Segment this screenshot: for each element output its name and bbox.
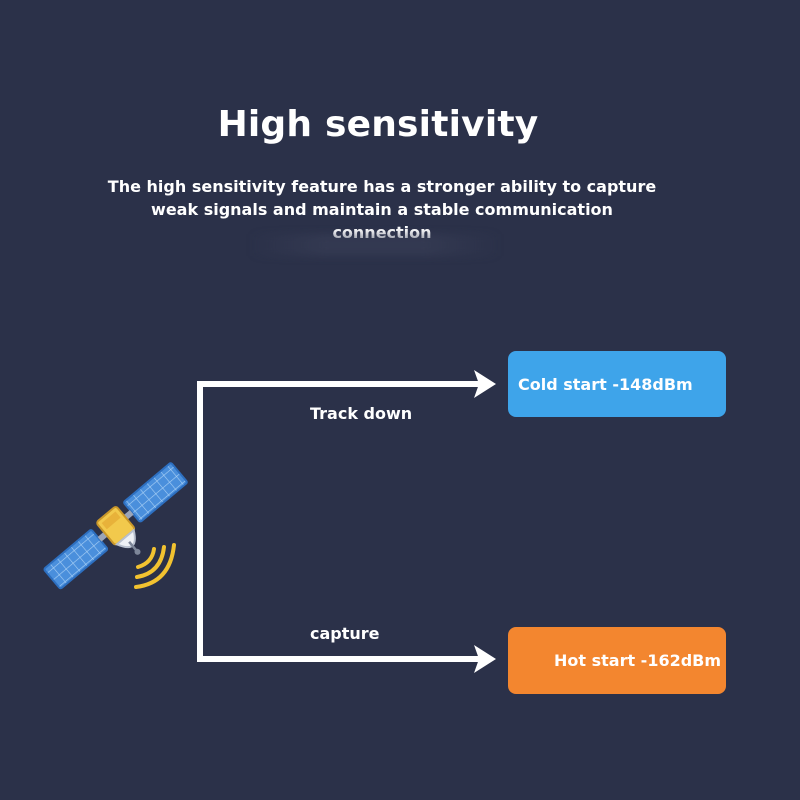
arrowhead-top-icon [474, 370, 496, 398]
page-subtitle: The high sensitivity feature has a stron… [107, 177, 657, 242]
solar-panel-right [123, 462, 188, 523]
cold-start-label: Cold start -148dBm [518, 374, 693, 394]
hot-start-box: Hot start -162dBm [508, 627, 726, 694]
page-title: High sensitivity [217, 104, 539, 145]
branch-line-top [197, 381, 483, 662]
solar-panel-left [43, 529, 109, 590]
cold-start-box: Cold start -148dBm [508, 351, 726, 417]
blurred-text-strip [250, 234, 500, 256]
signal-waves-icon [134, 543, 176, 589]
arrowhead-bottom-icon [474, 645, 496, 673]
branch-label-capture: capture [310, 624, 380, 643]
branch-label-track-down: Track down [310, 404, 413, 423]
satellite-icon [43, 462, 188, 590]
hot-start-label: Hot start -162dBm [554, 651, 722, 670]
